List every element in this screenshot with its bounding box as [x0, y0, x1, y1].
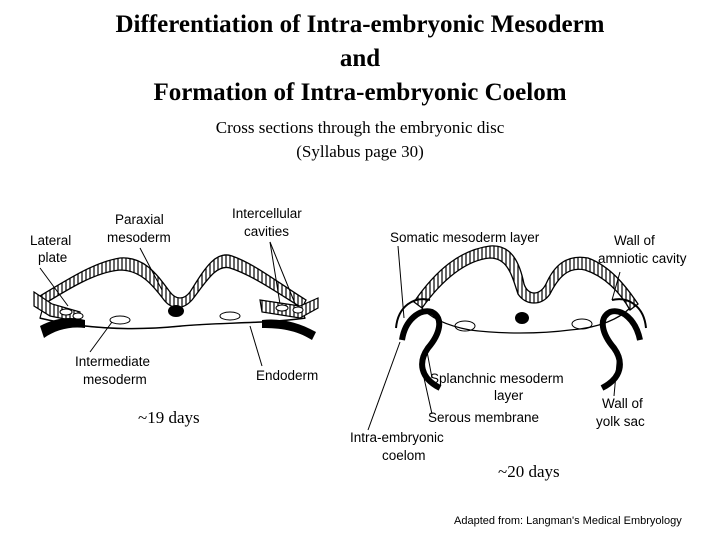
right-somatic-right: [611, 298, 647, 329]
right-somatic-left: [395, 298, 431, 329]
right-vesicle: [571, 318, 593, 330]
label-coelom-2: coelom: [382, 448, 426, 463]
left-age-label: ~19 days: [138, 408, 200, 427]
right-splanchnic-left: [399, 308, 443, 391]
label-lateral-plate-2: plate: [38, 250, 67, 265]
title-line-2: and: [339, 45, 381, 72]
label-intercellular-1: Intercellular: [232, 206, 302, 221]
right-leader-lines: [367, 245, 621, 431]
label-lateral-plate-1: Lateral: [30, 233, 71, 248]
right-splanchnic-right: [599, 308, 643, 391]
label-amniotic-2: amniotic cavity: [598, 251, 687, 266]
label-splanchnic-1: Splanchnic mesoderm: [430, 371, 564, 386]
label-intermediate-2: mesoderm: [83, 372, 147, 387]
label-yolk-2: yolk sac: [596, 414, 645, 429]
left-embryo-section: [33, 254, 319, 340]
subtitle: Cross sections through the embryonic dis…: [0, 116, 720, 164]
left-ectoderm: [39, 254, 307, 309]
title-line-3: Formation of Intra-embryonic Coelom: [153, 79, 567, 106]
label-somatic: Somatic mesoderm layer: [390, 230, 540, 245]
subtitle-line-1: Cross sections through the embryonic dis…: [215, 118, 505, 137]
label-coelom-1: Intra-embryonic: [350, 430, 444, 445]
right-ectoderm: [413, 245, 639, 311]
left-vesicle: [219, 311, 241, 321]
label-endoderm: Endoderm: [256, 368, 318, 383]
right-notochord: [515, 312, 529, 324]
title-line-1: Differentiation of Intra-embryonic Mesod…: [115, 11, 605, 38]
right-vesicle: [454, 320, 476, 332]
page-title: Differentiation of Intra-embryonic Mesod…: [0, 8, 720, 110]
label-paraxial-2: mesoderm: [107, 230, 171, 245]
left-notochord: [168, 305, 184, 317]
subtitle-line-2: (Syllabus page 30): [296, 142, 424, 161]
label-amniotic-1: Wall of: [614, 233, 655, 248]
left-cavity: [275, 304, 289, 312]
left-lateral-plate-right: [259, 297, 319, 319]
left-leader-lines: [39, 241, 297, 367]
left-cavity: [292, 306, 304, 314]
label-yolk-1: Wall of: [602, 396, 643, 411]
right-embryo-section: [395, 245, 647, 391]
left-lateral-black-right: [262, 319, 316, 340]
left-cavity: [72, 312, 84, 320]
left-vesicle: [109, 315, 131, 325]
label-paraxial-1: Paraxial: [115, 212, 164, 227]
right-age-label: ~20 days: [498, 462, 560, 481]
source-credit: Adapted from: Langman's Medical Embryolo…: [454, 515, 682, 527]
label-intermediate-1: Intermediate: [75, 354, 150, 369]
left-cavity: [59, 308, 73, 316]
label-serous: Serous membrane: [428, 410, 539, 425]
label-intercellular-2: cavities: [244, 224, 289, 239]
left-lateral-black-left: [40, 318, 85, 338]
label-splanchnic-2: layer: [494, 388, 524, 403]
